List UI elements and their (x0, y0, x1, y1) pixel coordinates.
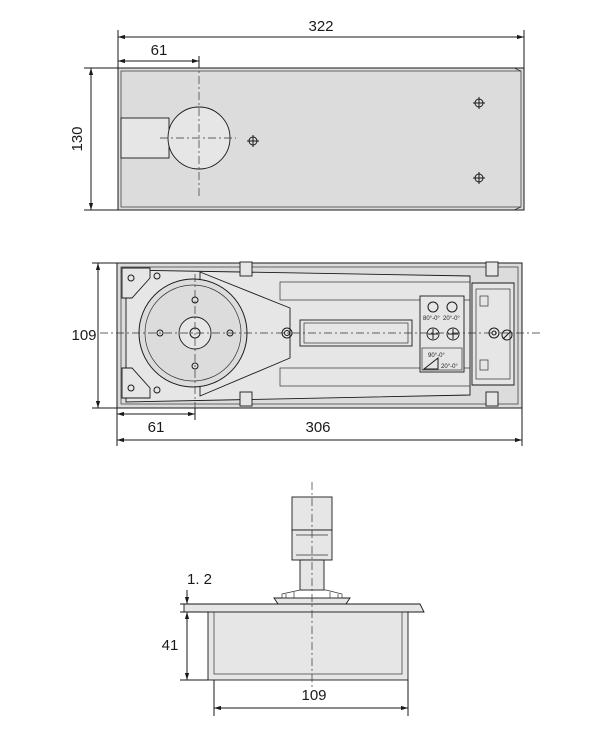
dim-width: 109 (71, 327, 96, 344)
screw-mark (473, 172, 485, 184)
dim-body-length: 306 (305, 419, 330, 436)
dim-height: 130 (69, 126, 86, 151)
angle-label: 20°-0° (441, 364, 458, 370)
valve-label: 80°-0° (423, 316, 440, 322)
side-view: 1. 2 41 109 (162, 482, 425, 716)
valve-icon (427, 301, 439, 313)
valve-icon (446, 301, 458, 313)
screw-mark (247, 135, 259, 147)
dim-depth: 41 (162, 637, 179, 654)
end-bracket (471, 282, 515, 386)
dim-overall-length: 322 (308, 18, 333, 35)
dim-plate-thickness: 1. 2 (187, 571, 212, 588)
screw-mark (473, 97, 485, 109)
angle-label: 90°-0° (428, 353, 445, 359)
side-cover-plate (183, 603, 425, 613)
top-view: 322 61 130 (69, 18, 525, 211)
dim-spindle-offset: 61 (151, 42, 168, 59)
dim-side-width: 109 (301, 687, 326, 704)
middle-view: 80°-0° 20°-0° 90°-0° 20°-0° 109 61 306 (71, 261, 540, 446)
dim-spindle-offset: 61 (148, 419, 165, 436)
valve-label: 20°-0° (443, 316, 460, 322)
cement-box (207, 611, 409, 681)
